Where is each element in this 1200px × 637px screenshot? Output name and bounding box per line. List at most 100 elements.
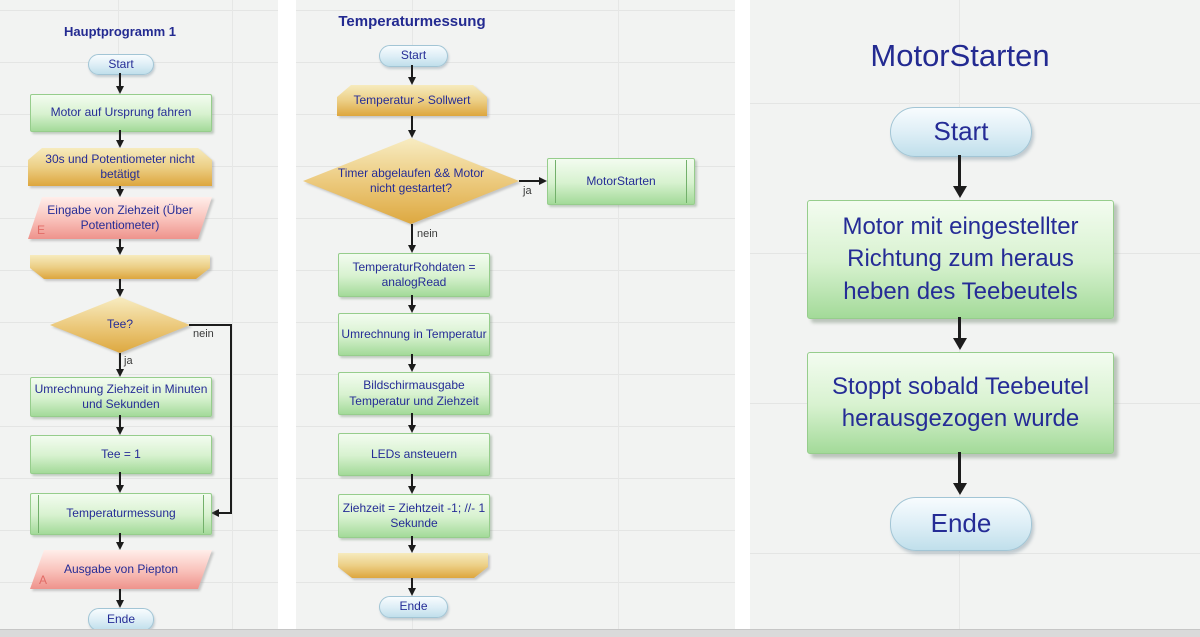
arrowhead-left-icon: [211, 509, 219, 517]
connector-line: [958, 452, 961, 483]
flow-node-wrap: 30s und Potentiometer nicht betätigt: [28, 148, 212, 186]
connector-line: [119, 589, 121, 600]
panel-hauptprogramm: Hauptprogramm 1 Start Motor auf Ursprung…: [0, 0, 278, 631]
connector-line: [119, 279, 121, 289]
flow-node-wrap: Temperatur > Sollwert: [337, 85, 487, 116]
flow-node-ende[interactable]: Ende: [379, 596, 448, 618]
arrowhead-down-icon: [408, 486, 416, 494]
flow-node-empty-wait[interactable]: [30, 255, 210, 279]
connector-line: [411, 413, 413, 425]
arrowhead-down-icon: [116, 189, 124, 197]
flow-node-subroutine-temperaturmessung[interactable]: Temperaturmessung: [30, 493, 212, 535]
connector-line: [119, 130, 121, 140]
connector-line: [411, 65, 413, 77]
connector-line: [230, 324, 232, 514]
connector-line: [411, 295, 413, 305]
flow-node-decision-timer[interactable]: Timer abgelaufen && Motor nicht gestarte…: [303, 138, 519, 224]
arrowhead-down-icon: [116, 247, 124, 255]
edge-label-nein: nein: [417, 228, 438, 240]
flow-node-wrap: Eingabe von Ziehzeit (Über Potentiometer…: [28, 197, 212, 239]
arrowhead-down-icon: [116, 427, 124, 435]
connector-line: [119, 415, 121, 427]
arrowhead-down-icon: [116, 289, 124, 297]
flow-node-stoppt-teebeutel[interactable]: Stoppt sobald Teebeutel herausgezogen wu…: [807, 352, 1114, 454]
diagram-title-temperaturmessung: Temperaturmessung: [338, 13, 486, 30]
diagram-title-motorstarten: MotorStarten: [870, 38, 1050, 73]
arrowhead-down-icon: [408, 364, 416, 372]
connector-line: [411, 116, 413, 130]
edge-label-ja: ja: [523, 185, 532, 197]
flow-node-ausgabe-piepton[interactable]: Ausgabe von Piepton A: [30, 550, 212, 589]
arrowhead-down-icon: [408, 245, 416, 253]
connector-line: [958, 317, 961, 338]
arrowhead-down-icon: [116, 369, 124, 377]
connector-line: [411, 578, 413, 588]
connector-line: [119, 472, 121, 485]
flow-node-motor-ursprung[interactable]: Motor auf Ursprung fahren: [30, 94, 212, 132]
arrowhead-down-icon: [408, 545, 416, 553]
diagram-title-hauptprogramm: Hauptprogramm 1: [64, 24, 176, 39]
flow-node-wrap: [338, 553, 488, 578]
arrowhead-down-icon: [116, 542, 124, 550]
connector-line: [411, 536, 413, 545]
flow-node-ziehzeit-decrement[interactable]: Ziehzeit = Ziehtzeit -1; //- 1 Sekunde: [338, 494, 490, 538]
io-marker-e: E: [37, 222, 46, 237]
arrowhead-down-icon: [408, 77, 416, 85]
connector-line: [119, 186, 121, 189]
connector-line: [519, 180, 539, 182]
io-marker-a: A: [39, 572, 48, 587]
node-label: Motor mit eingestellter Richtung zum her…: [842, 212, 1079, 305]
connector-line: [411, 354, 413, 364]
node-label: Eingabe von Ziehzeit (Über Potentiometer…: [47, 202, 193, 232]
flow-node-ende[interactable]: Ende: [88, 608, 154, 631]
flow-node-subroutine-motorstarten[interactable]: MotorStarten: [547, 158, 695, 205]
node-label: Ausgabe von Piepton: [63, 561, 179, 576]
flow-node-wrap: Timer abgelaufen && Motor nicht gestarte…: [303, 138, 519, 224]
arrowhead-down-icon: [953, 483, 967, 495]
flow-node-empty-wait[interactable]: [338, 553, 488, 578]
flow-node-temperatur-sollwert[interactable]: Temperatur > Sollwert: [337, 85, 487, 116]
flow-node-start[interactable]: Start: [379, 45, 448, 67]
panel-motorstarten: MotorStarten Start Motor mit eingestellt…: [750, 0, 1200, 629]
flow-node-tee-1[interactable]: Tee = 1: [30, 435, 212, 474]
arrowhead-down-icon: [116, 485, 124, 493]
arrowhead-down-icon: [953, 338, 967, 350]
window-bottom-edge: [0, 629, 1200, 637]
arrowhead-down-icon: [408, 130, 416, 138]
flow-node-temperatur-rohdaten[interactable]: TemperaturRohdaten = analogRead: [338, 253, 490, 297]
edge-label-nein: nein: [193, 328, 214, 340]
connector-line: [119, 533, 121, 542]
node-label: Stoppt sobald Teebeutel herausgezogen wu…: [831, 372, 1090, 432]
arrowhead-down-icon: [408, 425, 416, 433]
flow-node-start[interactable]: Start: [890, 107, 1032, 157]
gridline: [232, 0, 233, 629]
arrowhead-right-icon: [539, 177, 547, 185]
panel-temperaturmessung: Temperaturmessung Start Temperatur > Sol…: [296, 0, 735, 629]
arrowhead-down-icon: [408, 588, 416, 596]
flow-node-wrap: [30, 255, 210, 279]
connector-line: [119, 239, 121, 247]
flow-node-eingabe-ziehzeit[interactable]: Eingabe von Ziehzeit (Über Potentiometer…: [28, 197, 212, 239]
flow-node-decision-tee[interactable]: Tee?: [50, 297, 190, 353]
connector-line: [189, 324, 232, 326]
connector-line: [958, 155, 961, 186]
connector-line: [219, 512, 232, 514]
flow-node-wrap: Tee?: [50, 297, 190, 353]
arrowhead-down-icon: [408, 305, 416, 313]
arrowhead-down-icon: [116, 86, 124, 94]
flow-node-leds-ansteuern[interactable]: LEDs ansteuern: [338, 433, 490, 476]
arrowhead-down-icon: [953, 186, 967, 198]
arrowhead-down-icon: [116, 600, 124, 608]
node-label: Timer abgelaufen && Motor nicht gestarte…: [337, 165, 485, 195]
connector-line: [119, 73, 121, 86]
gridline: [618, 0, 619, 629]
connector-line: [411, 474, 413, 486]
flow-node-ende[interactable]: Ende: [890, 497, 1032, 551]
flow-node-start[interactable]: Start: [88, 54, 154, 75]
flow-node-bildschirmausgabe[interactable]: Bildschirmausgabe Temperatur und Ziehzei…: [338, 372, 490, 415]
flow-node-umrechnung-temperatur[interactable]: Umrechnung in Temperatur: [338, 313, 490, 356]
flow-node-wrap: Ausgabe von Piepton A: [30, 550, 212, 589]
flow-node-motor-richtung[interactable]: Motor mit eingestellter Richtung zum her…: [807, 200, 1114, 319]
flow-node-30s-wartezeit[interactable]: 30s und Potentiometer nicht betätigt: [28, 148, 212, 186]
flow-node-umrechnung-ziehzeit[interactable]: Umrechnung Ziehzeit in Minuten und Sekun…: [30, 377, 212, 417]
